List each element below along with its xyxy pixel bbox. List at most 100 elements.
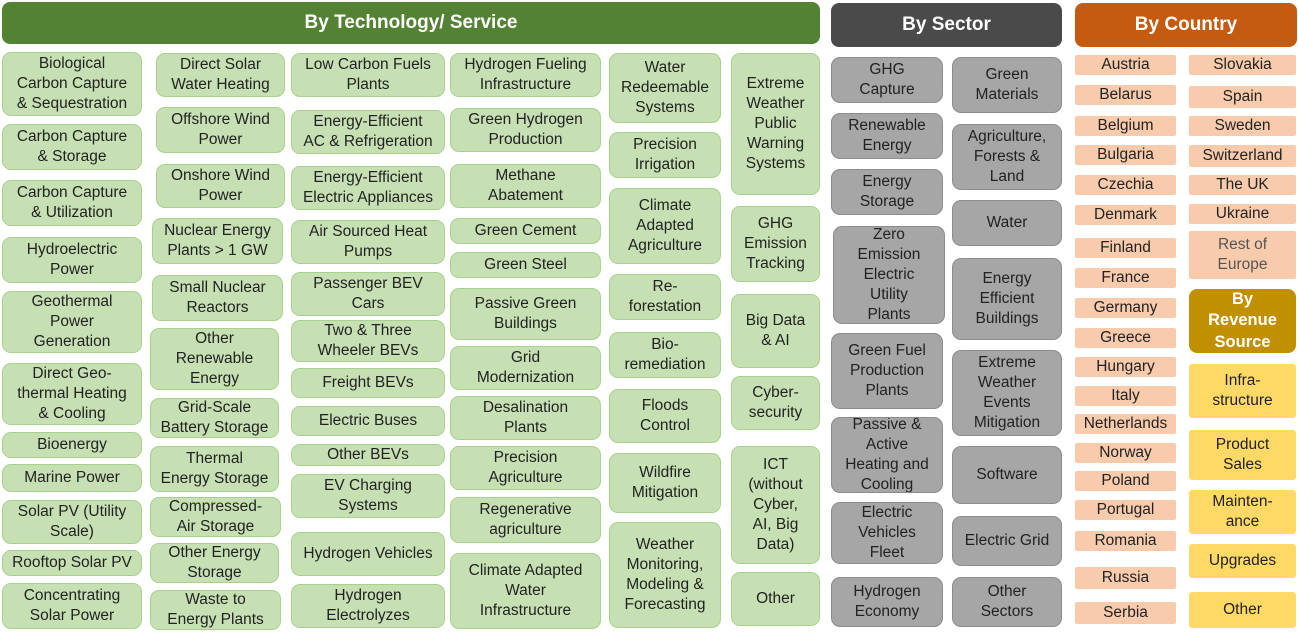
- revenue-box-upgrades: Upgrades: [1189, 544, 1296, 578]
- technology-box-regenerative-agriculture: Regenerative agriculture: [450, 497, 601, 543]
- technology-box-passive-green-buildings: Passive Green Buildings: [450, 288, 601, 340]
- country-box-finland: Finland: [1075, 238, 1176, 258]
- technology-box-thermal-energy-storage: Thermal Energy Storage: [150, 446, 279, 492]
- sector-box-electric-grid: Electric Grid: [952, 516, 1062, 566]
- sector-box-software: Software: [952, 446, 1062, 504]
- revenue-box-mainten-ance: Mainten- ance: [1189, 490, 1296, 534]
- technology-box-air-sourced-heat-pumps: Air Sourced Heat Pumps: [291, 220, 445, 264]
- sector-box-green-fuel-production-plants: Green Fuel Production Plants: [831, 333, 943, 409]
- technology-box-grid-modernization: Grid Modernization: [450, 346, 601, 390]
- technology-box-energy-efficient-electric-appliances: Energy-Efficient Electric Appliances: [291, 166, 445, 210]
- country-box-belarus: Belarus: [1075, 85, 1176, 105]
- country-box-belgium: Belgium: [1075, 116, 1176, 136]
- technology-box-small-nuclear-reactors: Small Nuclear Reactors: [152, 275, 283, 321]
- country-box-netherlands: Netherlands: [1075, 414, 1176, 434]
- sector-box-agriculture-forests-land: Agriculture, Forests & Land: [952, 124, 1062, 190]
- sector-box-other-sectors: Other Sectors: [952, 577, 1062, 627]
- technology-box-direct-solar-water-heating: Direct Solar Water Heating: [156, 53, 285, 97]
- technology-box-ict-without-cyber-ai-big-data: ICT (without Cyber, AI, Big Data): [731, 446, 820, 564]
- technology-box-concentrating-solar-power: Concentrating Solar Power: [2, 583, 142, 629]
- technology-box-green-hydrogen-production: Green Hydrogen Production: [450, 108, 601, 152]
- revenue-box-product-sales: Product Sales: [1189, 430, 1296, 480]
- country-box-romania: Romania: [1075, 531, 1176, 551]
- country-box-ukraine: Ukraine: [1189, 204, 1296, 224]
- country-box-slovakia: Slovakia: [1189, 55, 1296, 75]
- technology-box-hydroelectric-power: Hydroelectric Power: [2, 237, 142, 283]
- sector-box-renewable-energy: Renewable Energy: [831, 113, 943, 159]
- country-box-norway: Norway: [1075, 443, 1176, 463]
- technology-box-other-energy-storage: Other Energy Storage: [150, 543, 279, 583]
- technology-box-green-cement: Green Cement: [450, 218, 601, 244]
- sector-box-energy-efficient-buildings: Energy Efficient Buildings: [952, 258, 1062, 340]
- technology-box-rooftop-solar-pv: Rooftop Solar PV: [2, 550, 142, 576]
- technology-box-electric-buses: Electric Buses: [291, 406, 445, 436]
- technology-box-compressed-air-storage: Compressed- Air Storage: [150, 497, 281, 537]
- technology-box-hydrogen-vehicles: Hydrogen Vehicles: [291, 532, 445, 576]
- technology-box-direct-geo-thermal-heating-cooling: Direct Geo- thermal Heating & Cooling: [2, 363, 142, 425]
- technology-box-cyber-security: Cyber- security: [731, 376, 820, 430]
- technology-box-extreme-weather-public-warning-systems: Extreme Weather Public Warning Systems: [731, 53, 820, 195]
- country-box-spain: Spain: [1189, 86, 1296, 108]
- technology-box-solar-pv-utility-scale: Solar PV (Utility Scale): [2, 500, 142, 544]
- country-box-france: France: [1075, 268, 1176, 288]
- technology-box-precision-agriculture: Precision Agriculture: [450, 446, 601, 490]
- country-box-portugal: Portugal: [1075, 500, 1176, 520]
- country-box-germany: Germany: [1075, 298, 1176, 318]
- technology-box-water-redeemable-systems: Water Redeemable Systems: [609, 53, 721, 123]
- revenue-header: By Revenue Source: [1189, 289, 1296, 353]
- technology-box-bio-remediation: Bio- remediation: [609, 332, 721, 378]
- sector-box-energy-storage: Energy Storage: [831, 169, 943, 215]
- technology-box-methane-abatement: Methane Abatement: [450, 164, 601, 208]
- country-box-switzerland: Switzerland: [1189, 145, 1296, 167]
- technology-box-climate-adapted-agriculture: Climate Adapted Agriculture: [609, 188, 721, 264]
- technology-header: By Technology/ Service: [2, 2, 820, 44]
- technology-box-waste-to-energy-plants: Waste to Energy Plants: [150, 590, 281, 630]
- technology-box-bioenergy: Bioenergy: [2, 432, 142, 458]
- technology-box-low-carbon-fuels-plants: Low Carbon Fuels Plants: [291, 53, 445, 97]
- country-box-serbia: Serbia: [1075, 602, 1176, 624]
- technology-box-carbon-capture-storage: Carbon Capture & Storage: [2, 124, 142, 170]
- technology-box-carbon-capture-utilization: Carbon Capture & Utilization: [2, 180, 142, 226]
- technology-box-hydrogen-electrolyzes: Hydrogen Electrolyzes: [291, 584, 445, 628]
- sector-header: By Sector: [831, 3, 1062, 47]
- country-box-russia: Russia: [1075, 567, 1176, 589]
- technology-box-climate-adapted-water-infrastructure: Climate Adapted Water Infrastructure: [450, 553, 601, 629]
- technology-box-big-data-ai: Big Data & AI: [731, 294, 820, 368]
- technology-box-onshore-wind-power: Onshore Wind Power: [156, 164, 285, 208]
- technology-box-re-forestation: Re- forestation: [609, 274, 721, 320]
- technology-box-other-renewable-energy: Other Renewable Energy: [150, 328, 279, 390]
- country-box-italy: Italy: [1075, 386, 1176, 406]
- sector-box-extreme-weather-events-mitigation: Extreme Weather Events Mitigation: [952, 350, 1062, 436]
- country-box-bulgaria: Bulgaria: [1075, 145, 1176, 165]
- country-box-denmark: Denmark: [1075, 205, 1176, 225]
- technology-box-hydrogen-fueling-infrastructure: Hydrogen Fueling Infrastructure: [450, 53, 601, 97]
- country-box-poland: Poland: [1075, 471, 1176, 491]
- country-box-czechia: Czechia: [1075, 175, 1176, 195]
- sector-box-ghg-capture: GHG Capture: [831, 57, 943, 103]
- technology-box-ghg-emission-tracking: GHG Emission Tracking: [731, 206, 820, 282]
- sector-box-electric-vehicles-fleet: Electric Vehicles Fleet: [831, 502, 943, 564]
- technology-box-two-three-wheeler-bevs: Two & Three Wheeler BEVs: [291, 320, 445, 362]
- technology-box-passenger-bev-cars: Passenger BEV Cars: [291, 272, 445, 316]
- sector-box-zero-emission-electric-utility-plants: Zero Emission Electric Utility Plants: [833, 226, 945, 324]
- technology-box-marine-power: Marine Power: [2, 464, 142, 492]
- technology-box-wildfire-mitigation: Wildfire Mitigation: [609, 453, 721, 513]
- country-box-greece: Greece: [1075, 328, 1176, 348]
- technology-box-offshore-wind-power: Offshore Wind Power: [156, 107, 285, 153]
- technology-box-biological-carbon-capture-sequestration: Biological Carbon Capture & Sequestratio…: [2, 52, 142, 116]
- technology-box-grid-scale-battery-storage: Grid-Scale Battery Storage: [150, 398, 279, 438]
- technology-box-desalination-plants: Desalination Plants: [450, 396, 601, 440]
- sector-box-passive-active-heating-and-cooling: Passive & Active Heating and Cooling: [831, 417, 943, 493]
- country-box-austria: Austria: [1075, 55, 1176, 75]
- sector-box-hydrogen-economy: Hydrogen Economy: [831, 577, 943, 627]
- technology-box-freight-bevs: Freight BEVs: [291, 368, 445, 398]
- revenue-box-other: Other: [1189, 592, 1296, 628]
- technology-box-ev-charging-systems: EV Charging Systems: [291, 474, 445, 518]
- technology-box-weather-monitoring-modeling-forecasting: Weather Monitoring, Modeling & Forecasti…: [609, 522, 721, 628]
- technology-box-other: Other: [731, 572, 820, 626]
- technology-box-energy-efficient-ac-refrigeration: Energy-Efficient AC & Refrigeration: [291, 110, 445, 154]
- country-box-the-uk: The UK: [1189, 175, 1296, 195]
- country-box-sweden: Sweden: [1189, 116, 1296, 136]
- sector-box-water: Water: [952, 200, 1062, 246]
- country-box-hungary: Hungary: [1075, 357, 1176, 377]
